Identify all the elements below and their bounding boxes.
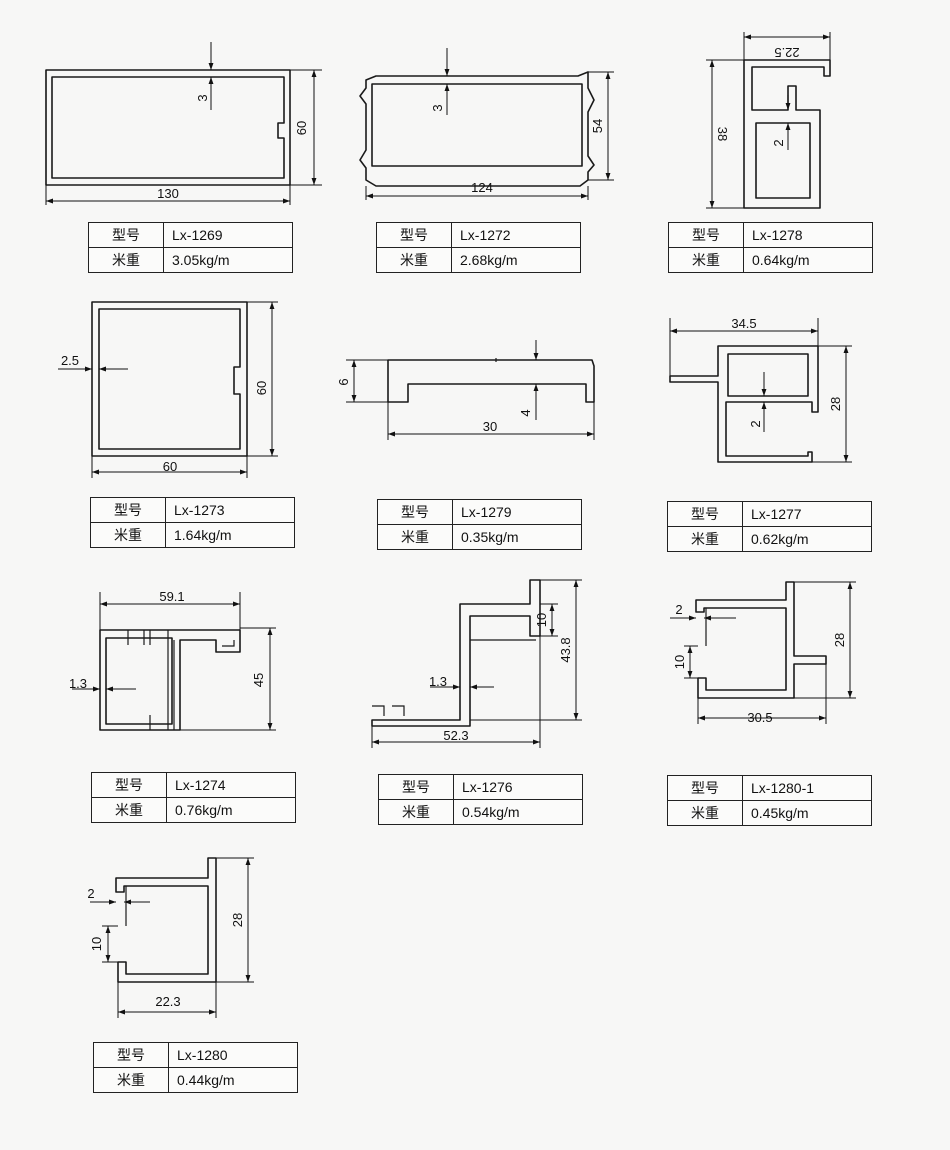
dim-width: 59.1 bbox=[159, 589, 184, 604]
weight-label: 米重 bbox=[378, 799, 454, 825]
model-value: Lx-1280-1 bbox=[742, 775, 872, 801]
dim-height: 43.8 bbox=[558, 637, 573, 662]
dim-height: 6 bbox=[336, 378, 351, 385]
model-label: 型号 bbox=[377, 499, 453, 525]
dim-wall: 3 bbox=[430, 104, 445, 111]
dim-lip: 10 bbox=[534, 613, 549, 627]
profile-lx-1269: 130 60 3 bbox=[45, 42, 322, 205]
model-label: 型号 bbox=[378, 774, 454, 800]
weight-value: 0.45kg/m bbox=[742, 800, 872, 826]
weight-value: 2.68kg/m bbox=[451, 247, 581, 273]
model-label: 型号 bbox=[376, 222, 452, 248]
dim-width: 22.5 bbox=[774, 45, 799, 60]
profile-lx-1276: 52.3 43.8 10 1.3 bbox=[371, 579, 582, 748]
model-value: Lx-1276 bbox=[453, 774, 583, 800]
dim-height: 45 bbox=[251, 673, 266, 687]
model-label: 型号 bbox=[91, 772, 167, 798]
dim-height: 28 bbox=[832, 633, 847, 647]
model-label: 型号 bbox=[667, 501, 743, 527]
weight-label: 米重 bbox=[376, 247, 452, 273]
weight-value: 0.62kg/m bbox=[742, 526, 872, 552]
weight-label: 米重 bbox=[667, 526, 743, 552]
model-value: Lx-1280 bbox=[168, 1042, 298, 1068]
model-value: Lx-1278 bbox=[743, 222, 873, 248]
dim-width: 60 bbox=[163, 459, 177, 474]
dim-wall: 2 bbox=[675, 602, 682, 617]
dim-height: 28 bbox=[828, 397, 843, 411]
weight-label: 米重 bbox=[93, 1067, 169, 1093]
dim-wall: 1.3 bbox=[69, 676, 87, 691]
model-label: 型号 bbox=[668, 222, 744, 248]
profile-lx-1280-1: 30.5 28 10 2 bbox=[670, 581, 856, 725]
model-value: Lx-1272 bbox=[451, 222, 581, 248]
model-label: 型号 bbox=[90, 497, 166, 523]
dim-wall: 2.5 bbox=[61, 353, 79, 368]
model-value: Lx-1277 bbox=[742, 501, 872, 527]
profile-lx-1277: 34.5 28 2 bbox=[669, 316, 852, 463]
dim-height: 38 bbox=[715, 127, 730, 141]
dim-wall: 3 bbox=[195, 94, 210, 101]
dim-height: 28 bbox=[230, 913, 245, 927]
model-value: Lx-1279 bbox=[452, 499, 582, 525]
model-label: 型号 bbox=[93, 1042, 169, 1068]
model-value: Lx-1273 bbox=[165, 497, 295, 523]
weight-label: 米重 bbox=[668, 247, 744, 273]
weight-label: 米重 bbox=[667, 800, 743, 826]
model-label: 型号 bbox=[667, 775, 743, 801]
weight-value: 0.76kg/m bbox=[166, 797, 296, 823]
profile-lx-1273: 60 60 2.5 bbox=[58, 301, 278, 478]
dim-width: 22.3 bbox=[155, 994, 180, 1009]
profile-lx-1280: 22.3 28 10 2 bbox=[87, 857, 254, 1018]
weight-value: 0.35kg/m bbox=[452, 524, 582, 550]
weight-label: 米重 bbox=[377, 524, 453, 550]
weight-value: 0.44kg/m bbox=[168, 1067, 298, 1093]
dim-wall: 2 bbox=[748, 420, 763, 427]
weight-label: 米重 bbox=[90, 522, 166, 548]
dim-wall: 1.3 bbox=[429, 674, 447, 689]
dim-gap: 10 bbox=[89, 937, 104, 951]
dim-width: 124 bbox=[471, 180, 493, 195]
model-value: Lx-1269 bbox=[163, 222, 293, 248]
weight-value: 0.54kg/m bbox=[453, 799, 583, 825]
dim-gap: 10 bbox=[672, 655, 687, 669]
weight-label: 米重 bbox=[88, 247, 164, 273]
weight-value: 0.64kg/m bbox=[743, 247, 873, 273]
dim-width: 52.3 bbox=[443, 728, 468, 743]
dim-width: 130 bbox=[157, 186, 179, 201]
dim-width: 30.5 bbox=[747, 710, 772, 725]
weight-value: 1.64kg/m bbox=[165, 522, 295, 548]
profile-lx-1272: 124 54 3 bbox=[359, 48, 614, 200]
dim-height: 60 bbox=[254, 381, 269, 395]
dim-height: 54 bbox=[590, 119, 605, 133]
profile-lx-1279: 30 6 4 bbox=[336, 340, 595, 440]
dim-wall: 4 bbox=[518, 409, 533, 416]
profile-lx-1274: 59.1 45 1.3 bbox=[69, 589, 276, 731]
dim-height: 60 bbox=[294, 121, 309, 135]
weight-label: 米重 bbox=[91, 797, 167, 823]
dim-wall: 2 bbox=[87, 886, 94, 901]
dim-width: 30 bbox=[483, 419, 497, 434]
model-value: Lx-1274 bbox=[166, 772, 296, 798]
dim-wall: 2 bbox=[771, 139, 786, 146]
dim-width: 34.5 bbox=[731, 316, 756, 331]
weight-value: 3.05kg/m bbox=[163, 247, 293, 273]
model-label: 型号 bbox=[88, 222, 164, 248]
profile-lx-1278: 22.5 38 2 bbox=[706, 32, 831, 209]
